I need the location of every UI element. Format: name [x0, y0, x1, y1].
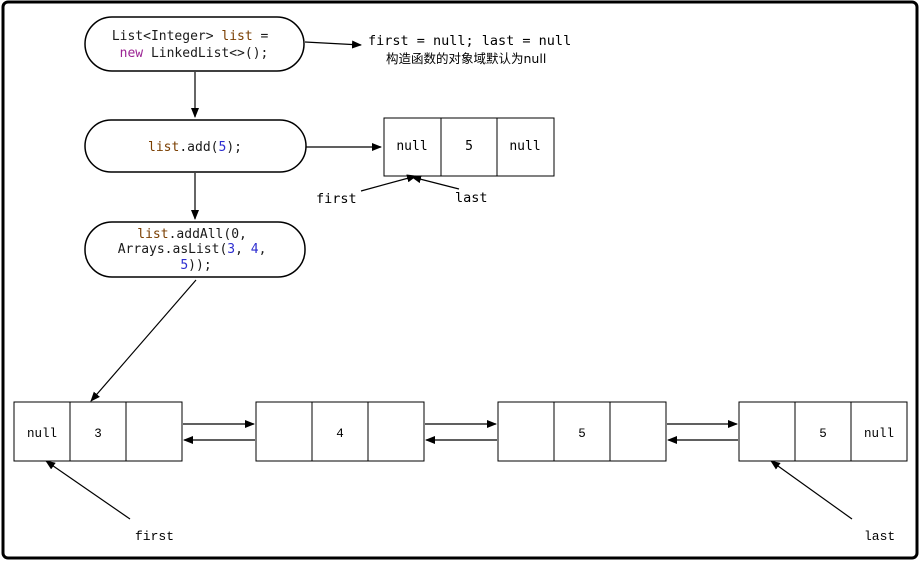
chain-last-label: last: [864, 529, 895, 544]
chain-node: 5: [497, 401, 667, 462]
chain-node-item: 5: [819, 427, 827, 441]
linked-chain: null 3 4 5 5 null: [13, 401, 908, 462]
single-node-next: null: [509, 139, 540, 154]
code-token: 3: [227, 242, 235, 257]
code-token: list: [221, 29, 252, 44]
single-node-box: [383, 117, 555, 177]
chain-node-item: 4: [336, 427, 344, 441]
flow-arrow-3: [90, 279, 197, 402]
code-token: ,: [259, 242, 267, 257]
single-node-prev: null: [396, 139, 427, 154]
init-state-text: first = null; last = null: [368, 33, 571, 49]
code-token: 5: [218, 140, 226, 155]
code-token: .add(: [179, 140, 218, 155]
chain-node-box: [13, 401, 183, 462]
step-declare-capsule: [84, 16, 305, 72]
chain-first-label: first: [135, 529, 174, 544]
single-node: null 5 null: [383, 117, 555, 177]
step-add-capsule: [84, 119, 307, 173]
single-last-label: last: [455, 190, 488, 206]
chain-node-next: null: [864, 427, 894, 441]
code-token: list: [148, 140, 179, 155]
code-token: Arrays.asList(: [118, 242, 228, 257]
single-first-label: first: [316, 191, 357, 207]
chain-node-box: [738, 401, 908, 462]
step-add-all-code: list.addAll(0, Arrays.asList(3, 4, 5));: [118, 227, 275, 273]
code-token: List<Integer>: [112, 29, 222, 44]
step-declare: List<Integer> list = new LinkedList<>();: [84, 16, 305, 72]
code-token: );: [226, 140, 242, 155]
chain-last-pointer: [770, 460, 853, 520]
init-note-arrow: [304, 40, 362, 49]
single-first-pointer: [360, 174, 417, 192]
chain-node-item: 3: [94, 427, 102, 441]
code-token: 5: [180, 258, 188, 273]
chain-node-box: [497, 401, 667, 462]
code-token: ));: [188, 258, 211, 273]
step-declare-code: List<Integer> list = new LinkedList<>();: [112, 29, 276, 61]
chain-node-box: [255, 401, 425, 462]
chain-node: null 3: [13, 401, 183, 462]
single-last-pointer: [411, 175, 460, 190]
chain-node: 4: [255, 401, 425, 462]
chain-node-item: 5: [578, 427, 586, 441]
step-add: list.add(5);: [84, 119, 307, 173]
code-token: list: [137, 227, 168, 242]
single-node-item: 5: [465, 139, 473, 154]
code-token: new: [120, 46, 144, 61]
chain-node: 5 null: [738, 401, 908, 462]
code-token: .addAll(0,: [169, 227, 247, 242]
step-add-all-capsule: [84, 221, 306, 278]
init-caption-text: 构造函数的对象域默认为null: [386, 51, 546, 66]
code-token: ,: [235, 242, 251, 257]
code-token: 4: [251, 242, 259, 257]
code-token: LinkedList<>();: [143, 46, 268, 61]
chain-node-prev: null: [27, 427, 57, 441]
code-token: =: [253, 29, 269, 44]
step-add-code: list.add(5);: [148, 140, 242, 155]
step-add-all: list.addAll(0, Arrays.asList(3, 4, 5));: [84, 221, 306, 278]
chain-first-pointer: [45, 460, 131, 520]
